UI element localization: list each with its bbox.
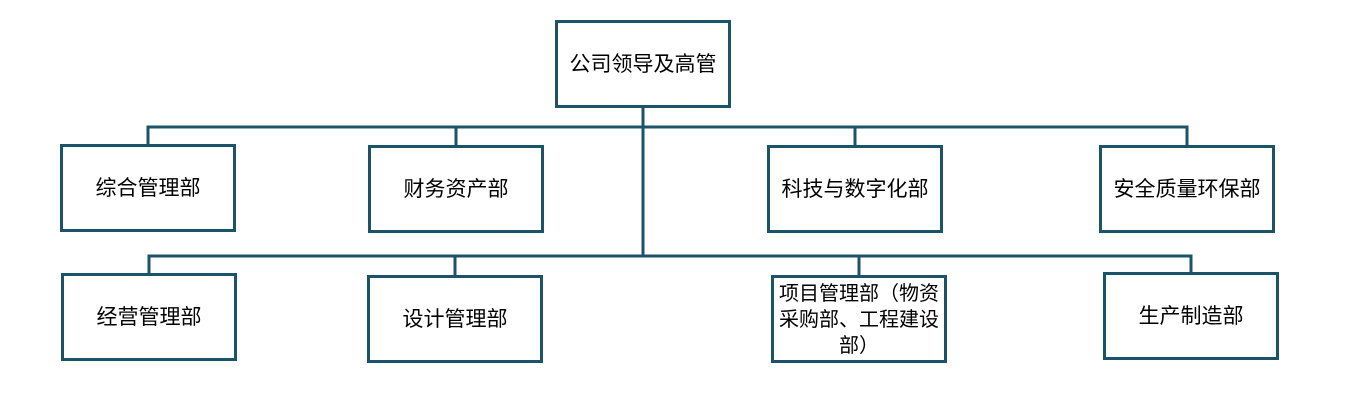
node-label: 科技与数字化部 — [781, 176, 929, 201]
node-label: 公司领导及高管 — [569, 51, 717, 76]
dept-node-technology-digital: 科技与数字化部 — [767, 145, 943, 233]
dept-node-safety-quality-environment: 安全质量环保部 — [1099, 145, 1275, 233]
root-node-company-leadership: 公司领导及高管 — [555, 20, 731, 108]
dept-node-business-management: 经营管理部 — [61, 273, 237, 361]
dept-node-production-manufacturing: 生产制造部 — [1103, 272, 1279, 360]
dept-node-finance-assets: 财务资产部 — [368, 145, 544, 233]
node-label: 设计管理部 — [402, 306, 508, 331]
node-label: 经营管理部 — [96, 304, 202, 329]
node-label: 项目管理部（物资采购部、工程建设部） — [779, 281, 939, 357]
dept-node-project-management: 项目管理部（物资采购部、工程建设部） — [771, 275, 947, 363]
node-label: 财务资产部 — [403, 176, 509, 201]
dept-node-design-management: 设计管理部 — [367, 275, 543, 363]
node-label: 综合管理部 — [95, 175, 201, 200]
node-label: 安全质量环保部 — [1113, 176, 1261, 201]
node-label: 生产制造部 — [1138, 303, 1244, 328]
dept-node-general-management: 综合管理部 — [60, 144, 236, 232]
